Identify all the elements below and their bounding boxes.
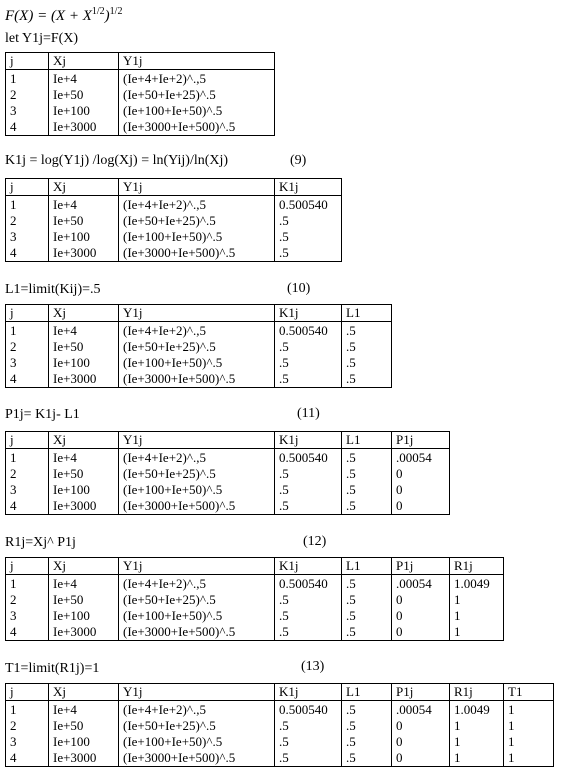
equation-number-9: (9) bbox=[290, 153, 307, 168]
section-r1j-text: R1j=Xj^ P1j bbox=[5, 535, 76, 550]
section-l1-text: L1=limit(Kij)=.5 bbox=[5, 282, 101, 297]
header-xj: Xj bbox=[48, 52, 119, 70]
table-header-row: j Xj Y1j K1j L1 P1j R1j T1 bbox=[5, 683, 554, 701]
equation-number-12: (12) bbox=[303, 534, 327, 549]
table-header-row: j Xj Y1j K1j L1 bbox=[5, 304, 392, 322]
table-header-row: j Xj Y1j K1j bbox=[5, 178, 342, 196]
section-p1j-text: P1j= K1j- L1 bbox=[5, 407, 80, 422]
header-y1j: Y1j bbox=[118, 52, 275, 70]
section-k1j-text: K1j = log(Y1j) /log(Xj) = ln(Yij)/ln(Xj) bbox=[5, 153, 229, 168]
equation-number-11: (11) bbox=[297, 406, 320, 421]
equation-number-10: (10) bbox=[287, 281, 311, 296]
table-header-row: j Xj Y1j K1j L1 P1j R1j bbox=[5, 557, 504, 575]
table-header-row: j Xj Y1j K1j L1 P1j bbox=[5, 431, 450, 449]
let-line: let Y1j=F(X) bbox=[5, 31, 79, 46]
formula-fx: F(X) = (X + X1/2)1/2 bbox=[5, 6, 123, 24]
section-t1-text: T1=limit(R1j)=1 bbox=[5, 661, 100, 676]
table-header-row: j Xj Y1j bbox=[5, 52, 275, 70]
equation-number-13: (13) bbox=[301, 659, 325, 674]
header-j: j bbox=[5, 52, 49, 70]
